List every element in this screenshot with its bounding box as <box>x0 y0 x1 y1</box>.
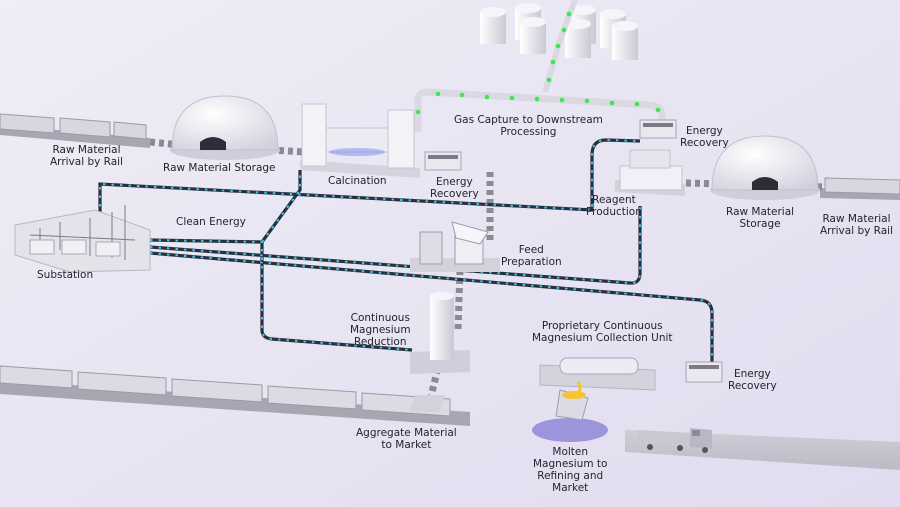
label-energy-recovery-bottom-right: Energy Recovery <box>728 368 777 392</box>
truck-icon <box>638 428 712 453</box>
storage-tank-farm <box>480 3 638 60</box>
label-magnesium-reduction: Continuous Magnesium Reduction <box>350 312 411 348</box>
label-molten-magnesium: Molten Magnesium to Refining and Market <box>533 446 608 494</box>
label-raw-material-storage-left: Raw Material Storage <box>163 162 276 174</box>
dome-storage-icon <box>170 95 280 160</box>
generator-icon <box>639 119 677 139</box>
collection-unit <box>539 357 656 391</box>
reagent-production-unit <box>615 149 685 196</box>
label-gas-capture: Gas Capture to Downstream Processing <box>454 114 603 138</box>
reduction-unit <box>410 292 470 374</box>
label-substation: Substation <box>37 269 94 281</box>
label-clean-energy: Clean Energy <box>176 216 246 228</box>
aggregate-chute <box>410 395 445 412</box>
label-calcination: Calcination <box>328 175 387 187</box>
kiln-icon <box>300 103 420 178</box>
substation-icon <box>14 205 151 273</box>
label-raw-material-storage-right: Raw Material Storage <box>726 206 795 230</box>
feed-preparation-unit <box>410 221 500 272</box>
label-raw-material-rail-right: Raw Material Arrival by Rail <box>820 213 894 237</box>
generator-icon <box>685 361 723 383</box>
ladle-icon <box>532 381 608 442</box>
power-cables <box>98 138 714 365</box>
rail-car-icon <box>0 113 147 140</box>
label-feed-preparation: Feed Preparation <box>501 244 562 268</box>
rail-cars-left <box>0 113 147 140</box>
gas-capture-pipeline <box>414 0 666 132</box>
generator-icon <box>424 151 462 171</box>
label-energy-recovery-center: Energy Recovery <box>430 176 479 200</box>
label-reagent-production: Reagent Production <box>586 194 642 218</box>
rail-track-right <box>820 177 900 200</box>
label-energy-recovery-top-right: Energy Recovery <box>680 125 729 149</box>
dome-storage-icon <box>710 135 820 200</box>
storage-tank-icon <box>480 3 638 60</box>
label-raw-material-rail-left: Raw Material Arrival by Rail <box>50 144 124 168</box>
label-aggregate-material: Aggregate Material to Market <box>356 427 457 451</box>
label-collection-unit: Proprietary Continuous Magnesium Collect… <box>532 320 673 344</box>
